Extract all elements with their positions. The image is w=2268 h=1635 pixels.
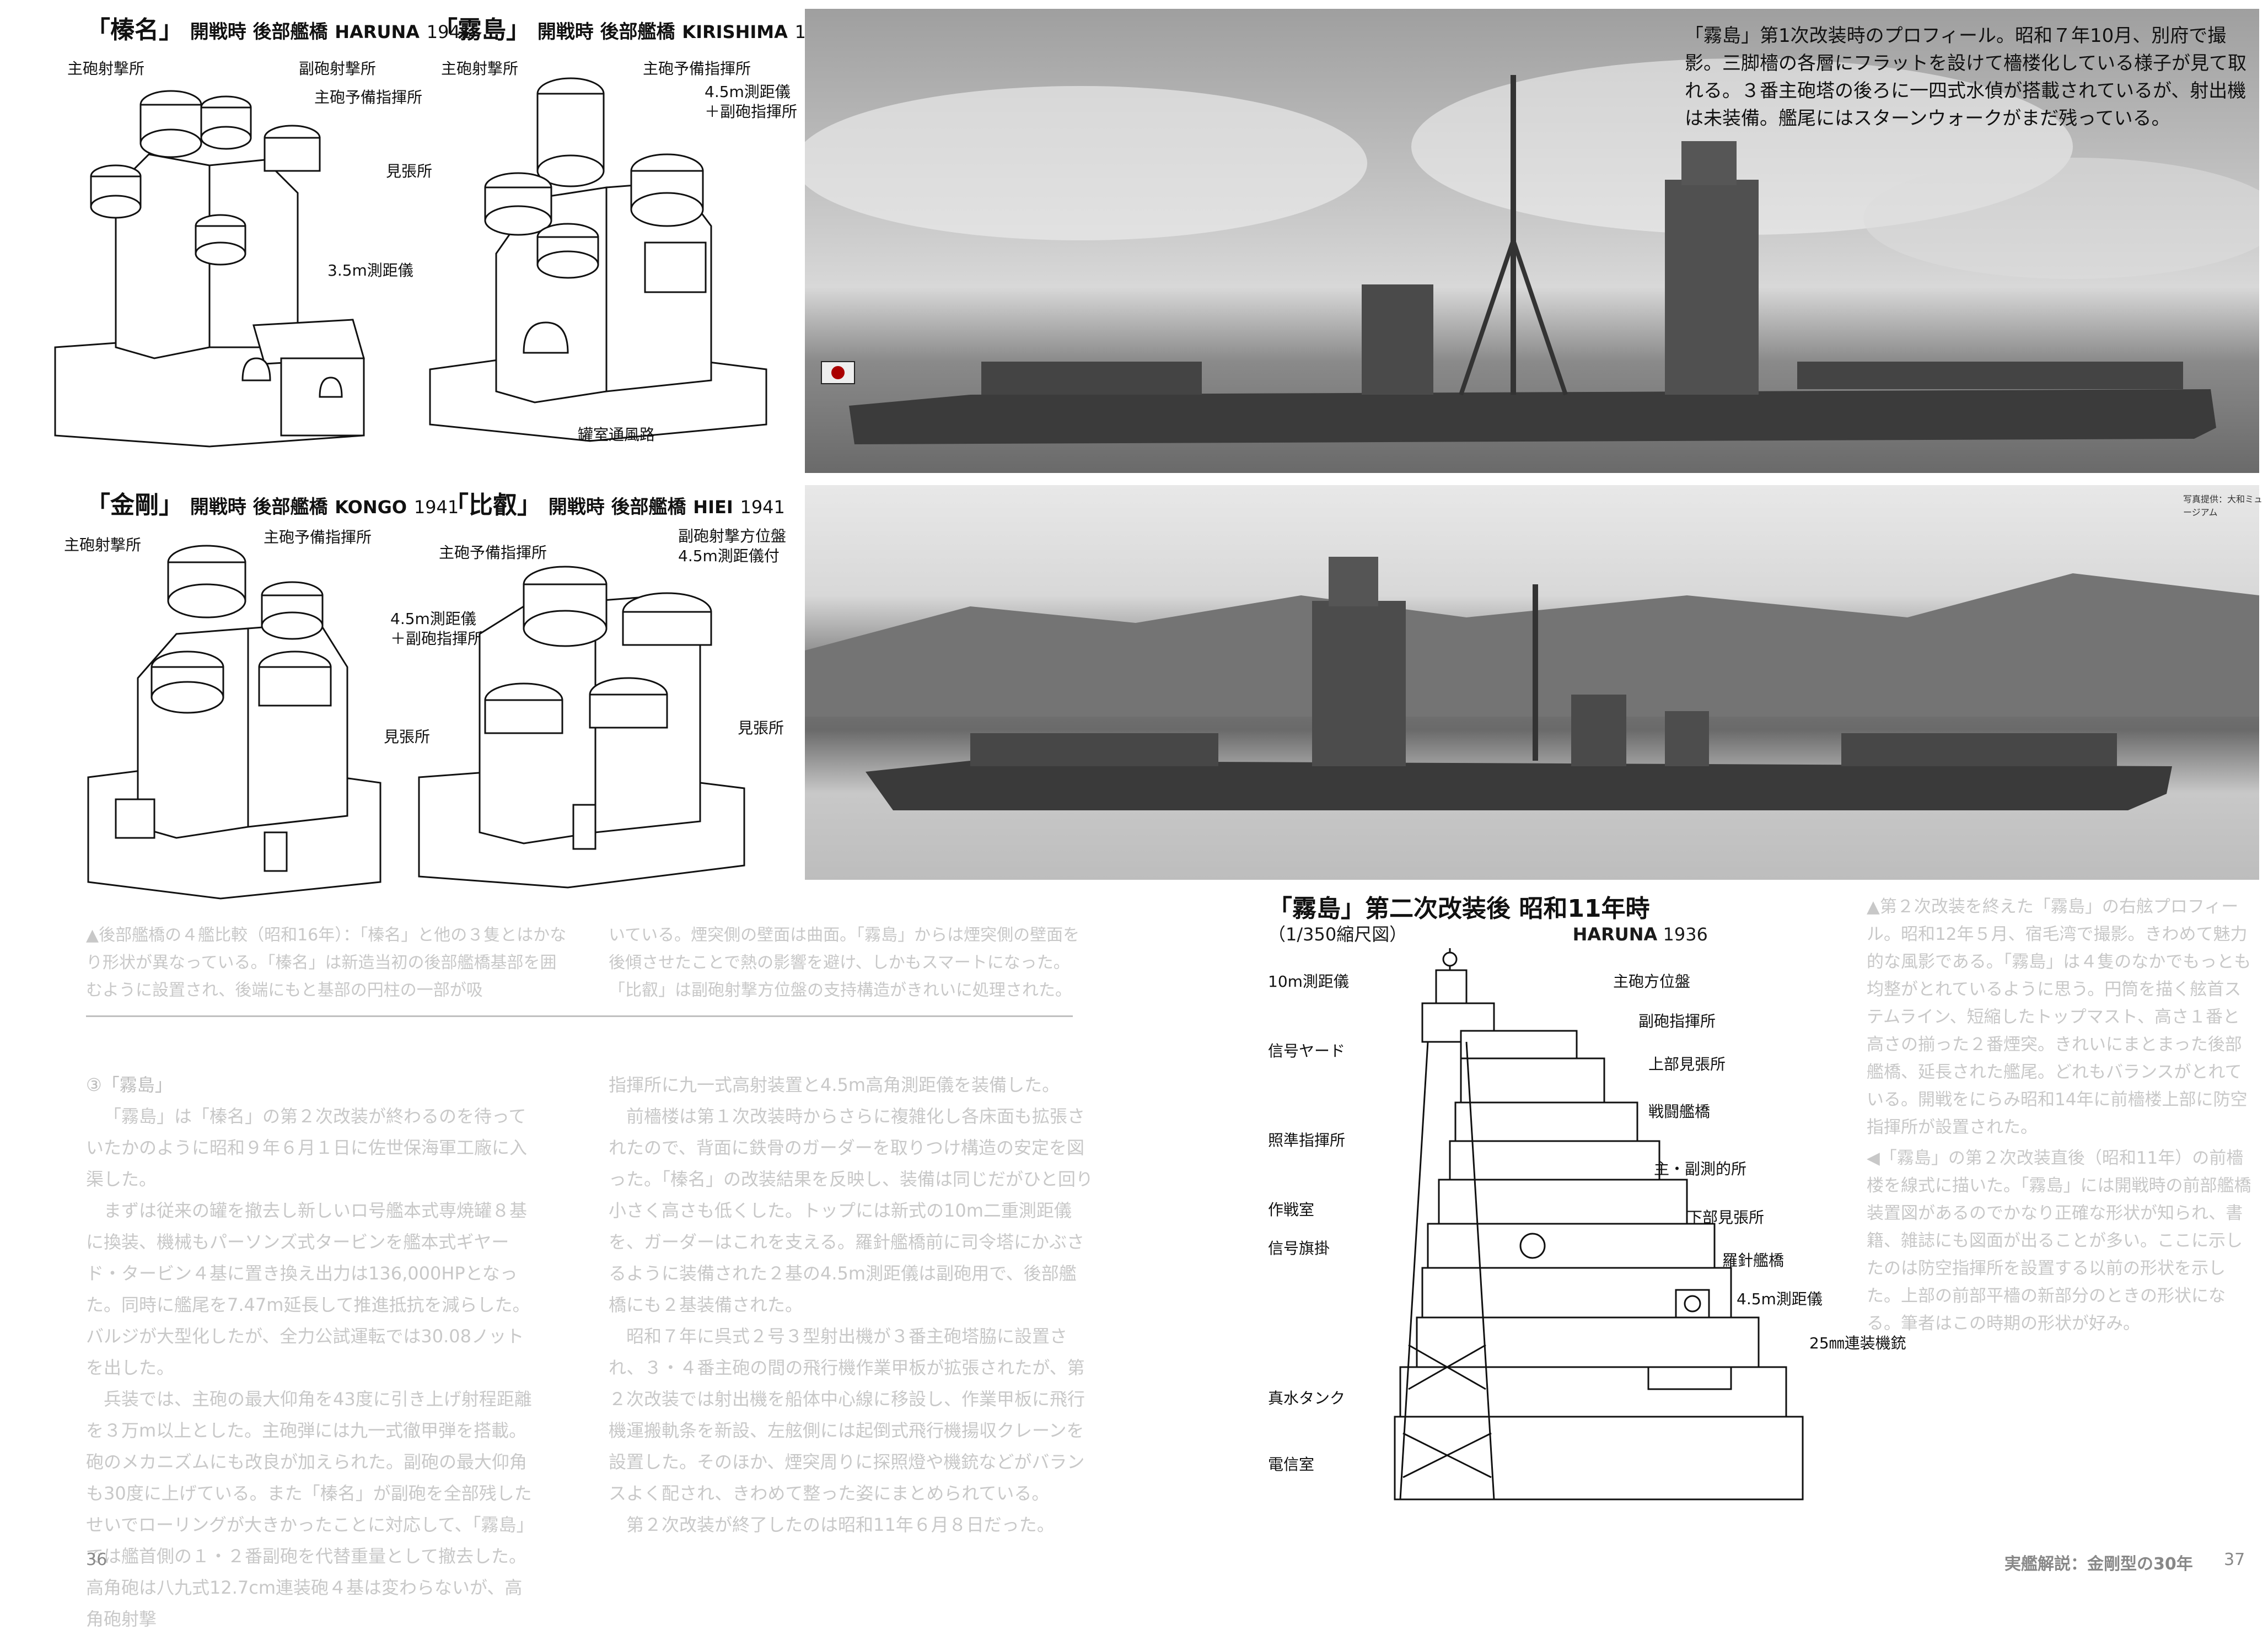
forward-bridge-drawing [1394,948,1804,1500]
label-freshwater-tank: 真水タンク [1268,1389,1346,1407]
paragraph: 指揮所に九一式高射装置と4.5m高角測距儀を装備した。 [609,1074,1060,1095]
bridge-diagram-title: 「霧島」第二次改装後 昭和11年時 [1268,895,1650,923]
diagram-title-kongo: 「金剛」 開戦時 後部艦橋 KONGO 1941 [86,491,459,519]
label-25mm-twin-mg: 25㎜連装機銃 [1809,1334,1906,1352]
label-compass-bridge: 羅針艦橋 [1722,1251,1785,1270]
divider [86,1015,1073,1017]
label-rangefinder-4-5m: 4.5m測距儀 [390,610,476,628]
label-main-director: 主砲方位盤 [1613,972,1691,991]
label-upper-lookout: 上部見張所 [1648,1055,1726,1073]
label-lookout: 見張所 [384,728,431,746]
caption-right-profile: ▲第２次改装を終えた「霧島」の右舷プロフィール。昭和12年５月、宿毛湾で撮影。き… [1867,897,2251,1137]
body-column-1: ③「霧島」 「霧島」は「榛名」の第２次改装が終わるのを待っていたかのように昭和９… [86,1069,538,1635]
label-lookout: 見張所 [386,162,433,180]
diagram-title-hiei: 「比叡」 開戦時 後部艦橋 HIEI 1941 [444,491,785,519]
label-rangefinder-3-5m: 3.5m測距儀 [327,261,413,279]
photo-kirishima-first-refit [805,9,2259,473]
label-rangefinder-4-5m: 4.5m測距儀 [705,83,791,101]
label-aiming-director: 照準指揮所 [1268,1131,1346,1149]
kongo-bridge-drawing [87,545,381,900]
label-secondary-director: 副砲指揮所 [1638,1012,1716,1030]
label-secondary-director: ＋副砲指揮所 [705,103,798,121]
label-reserve-director: 主砲予備指揮所 [439,544,547,562]
label-lower-lookout: 下部見張所 [1687,1208,1765,1227]
paragraph: 兵装では、主砲の最大仰角を43度に引き上げ射程距離を３万m以上とした。主砲弾には… [86,1389,534,1629]
label-signal-yard: 信号ヤード [1268,1042,1346,1060]
body-column-2: 指揮所に九一式高射装置と4.5m高角測距儀を装備した。 前檣楼は第１次改装時から… [609,1069,1094,1541]
label-rangefinder-4-5m: 4.5m測距儀付 [678,547,780,565]
bridge-diagram-scale: （1/350縮尺図） [1268,924,1407,945]
bridge-diagram-subtitle: （1/350縮尺図） HARUNA 1936 [1268,921,1708,946]
label-lookout: 見張所 [738,719,784,737]
photo-kirishima-second-refit [805,485,2259,880]
paragraph: 「霧島」は「榛名」の第２次改装が終わるのを待っていたかのように昭和９年６月１日に… [86,1106,528,1190]
label-main-gun-director: 主砲射撃所 [441,60,519,78]
label-radio-room: 電信室 [1268,1455,1315,1473]
haruna-bridge-drawing [54,90,365,448]
running-title: 実艦解説：金剛型の30年 [2004,1555,2193,1574]
label-main-gun-director: 主砲射撃所 [64,536,142,554]
paragraph: まずは従来の罐を撤去し新しいロ号艦本式専焼罐８基に換装、機械もパーソンズ式タービ… [86,1200,530,1378]
label-boiler-vent: 罐室通風路 [578,426,655,444]
label-4-5m-rangefinder: 4.5m測距儀 [1737,1290,1823,1308]
kirishima-bridge-drawing [429,77,767,442]
page-number-right: 37 [2224,1550,2245,1569]
diagram-caption: ▲後部艦橋の４艦比較（昭和16年）：「榛名」と他の３隻とはかなり形状が異なってい… [86,926,567,1000]
caption-bridge-drawing: ◀「霧島」の第２次改装直後（昭和11年）の前檣楼を線式に描いた。「霧島」には開戦… [1867,1148,2251,1333]
label-reserve-director: 主砲予備指揮所 [264,528,372,546]
photo-caption-top: 「霧島」第1次改装時のプロフィール。昭和７年10月、別府で撮影。三脚檣の各層にフ… [1685,25,2246,130]
label-reserve-director: 主砲予備指揮所 [314,88,423,106]
paragraph: 第２次改装が終了したのは昭和11年６月８日だった。 [626,1514,1055,1535]
diagram-title-kirishima: 「霧島」 開戦時 後部艦橋 KIRISHIMA 1941 [433,16,840,44]
label-operations-room: 作戦室 [1268,1201,1315,1219]
label-main-gun-director: 主砲射撃所 [67,60,145,78]
label-battle-bridge: 戦闘艦橋 [1648,1102,1711,1121]
diagram-title-haruna: 「榛名」 開戦時 後部艦橋 HARUNA 1941 [86,16,472,44]
label-fire-control: 主・副測的所 [1654,1160,1747,1178]
diagram-caption-cont: いている。煙突側の壁面は曲面。「霧島」からは煙突側の壁面を後傾させたことで熱の影… [609,926,1080,1000]
photo-credit: 写真提供：大和ミュージアム [2183,494,2263,518]
label-10m-rangefinder: 10m測距儀 [1268,972,1349,991]
section-heading: ③「霧島」 [86,1074,173,1095]
label-reserve-director: 主砲予備指揮所 [643,60,751,78]
label-secondary-director-sight: 副砲射撃方位盤 [678,527,787,545]
page-number-left: 36 [86,1550,108,1569]
right-captions: ▲第２次改装を終えた「霧島」の右舷プロフィール。昭和12年５月、宿毛湾で撮影。き… [1867,893,2253,1341]
label-secondary-director: ＋副砲指揮所 [390,630,483,648]
paragraph: 前檣楼は第１次改装時からさらに複雑化し各床面も拡張されたので、背面に鉄骨のガーダ… [609,1106,1094,1315]
bridge-diagram-en: HARUNA [1572,924,1658,945]
label-signal-flag-rack: 信号旗掛 [1268,1239,1330,1257]
label-secondary-gun-director: 副砲射撃所 [299,60,377,78]
hiei-bridge-drawing [418,566,745,889]
paragraph: 昭和７年に呉式２号３型射出機が３番主砲塔脇に設置され、３・４番主砲の間の飛行機作… [609,1326,1085,1504]
bridge-diagram-year: 1936 [1663,924,1708,945]
